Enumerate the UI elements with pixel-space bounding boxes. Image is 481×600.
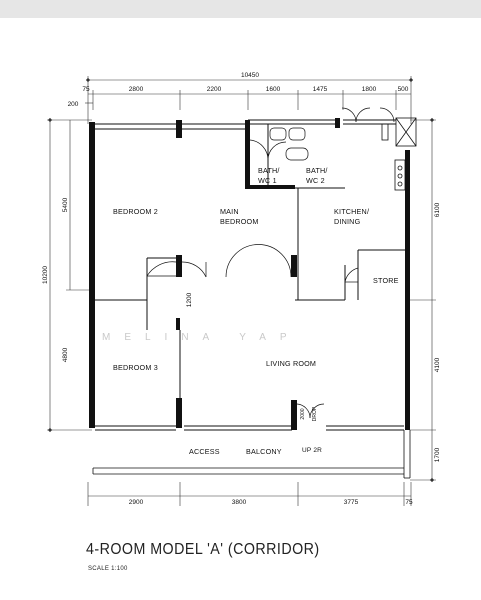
dim-bottom-2: 3775 <box>344 499 359 506</box>
room-bath-2-line-2: WC 2 <box>306 176 325 185</box>
dim-bottom-1: 3800 <box>232 499 247 506</box>
kitchen-fixtures <box>381 117 417 191</box>
room-kitchen-line-2: DINING <box>334 217 361 226</box>
dim-left-total: 10200 <box>42 266 49 284</box>
top-bar <box>0 0 481 18</box>
room-main-bedroom-2: BEDROOM <box>220 217 259 226</box>
dim-top-0: 75 <box>82 86 90 93</box>
room-kitchen-line-1: KITCHEN/ <box>334 207 369 216</box>
walls-thick <box>89 118 410 430</box>
dim-right-0: 6100 <box>434 202 441 217</box>
room-main-bedroom-1: MAIN <box>220 207 239 216</box>
dim-top-3: 1600 <box>266 86 281 93</box>
bath-fixtures <box>267 127 309 188</box>
dim-top-4: 1475 <box>313 86 328 93</box>
dim-right-2: 1700 <box>434 447 441 462</box>
room-bath-2-line-1: BATH/ <box>306 166 328 175</box>
dim-left-lower: 4800 <box>62 347 69 362</box>
dim-inner: 1200 <box>186 292 193 307</box>
dim-top-6: 500 <box>398 86 409 93</box>
corridor <box>92 430 411 479</box>
dim-top-1: 2800 <box>129 86 144 93</box>
dim-bottom-3: 75 <box>405 499 413 506</box>
label-access: ACCESS <box>189 447 220 456</box>
room-living: LIVING ROOM <box>266 359 316 368</box>
dim-left-upper: 5400 <box>62 197 69 212</box>
dim-door-a: 2000 <box>300 408 306 419</box>
label-balcony: BALCONY <box>246 447 282 456</box>
room-bedroom-3: BEDROOM 3 <box>113 363 158 372</box>
dim-right-1: 4100 <box>434 357 441 372</box>
dim-top-2: 2200 <box>207 86 222 93</box>
doors <box>146 107 395 419</box>
dim-top-total: 10450 <box>241 72 259 79</box>
room-store: STORE <box>373 276 399 285</box>
dim-door-b: DROP <box>312 406 318 421</box>
plan-scale: SCALE 1:100 <box>88 566 128 572</box>
dim-bottom-0: 2900 <box>129 499 144 506</box>
watermark: MELINA YAP <box>102 332 301 343</box>
dim-top-offset: 200 <box>68 101 79 108</box>
room-bedroom-2: BEDROOM 2 <box>113 207 158 216</box>
dimension-lines <box>47 76 436 506</box>
room-bath-1-line-1: BATH/ <box>258 166 280 175</box>
label-up: UP 2R <box>302 447 322 454</box>
plan-title: 4-ROOM MODEL 'A' (CORRIDOR) <box>86 541 320 558</box>
room-bath-1-line-2: WC 1 <box>258 176 277 185</box>
dim-top-5: 1800 <box>362 86 377 93</box>
